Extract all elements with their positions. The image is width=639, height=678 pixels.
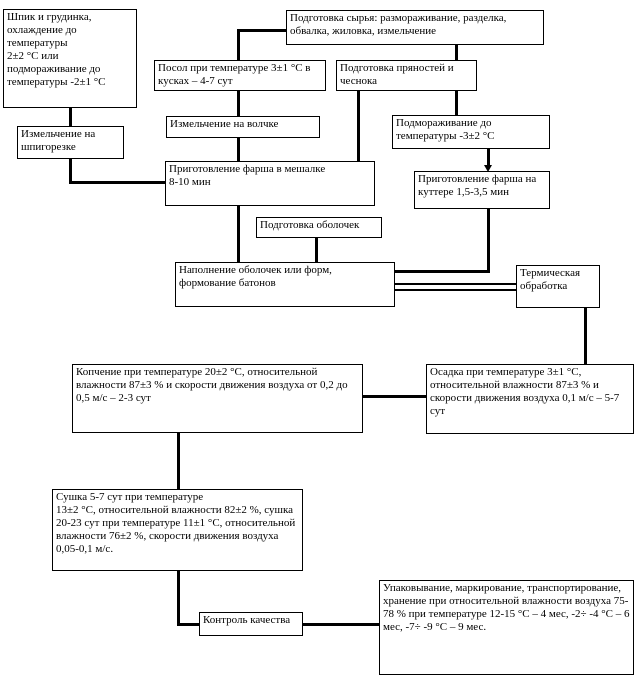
connector — [362, 395, 428, 398]
step-mixer: Приготовление фарша в мешалке 8-10 мин — [165, 161, 375, 206]
connector — [487, 148, 490, 166]
step-packaging: Упаковывание, маркирование, транспортиро… — [379, 580, 634, 675]
connector — [177, 432, 180, 490]
connector — [177, 570, 180, 626]
connector — [394, 289, 518, 291]
step-salting: Посол при температуре 3±1 °С в кусках – … — [154, 60, 326, 91]
connector — [237, 29, 289, 32]
step-filling: Наполнение оболочек или форм, формование… — [175, 262, 395, 307]
connector — [394, 270, 490, 273]
step-spices: Подготовка пряностей и чеснока — [336, 60, 477, 91]
connector — [69, 181, 168, 184]
connector — [357, 90, 360, 162]
step-cutter: Приготовление фарша на куттере 1,5-3,5 м… — [414, 171, 550, 209]
connector — [237, 138, 240, 162]
arrow-down-icon — [484, 165, 492, 172]
step-chopper: Измельчение на шпигорезке — [17, 126, 124, 159]
connector — [315, 237, 318, 263]
connector — [487, 208, 490, 272]
connector — [177, 623, 201, 626]
step-quality: Контроль качества — [199, 612, 303, 636]
step-grinder: Измельчение на волчке — [166, 116, 320, 138]
connector — [584, 307, 587, 364]
connector — [237, 205, 240, 263]
step-fat-pork: Шпик и грудинка, охлаждение до температу… — [3, 9, 137, 108]
step-settling: Осадка при температуре 3±1 °С, относител… — [426, 364, 634, 434]
step-raw-prep: Подготовка сырья: размораживание, раздел… — [286, 10, 544, 45]
step-casings: Подготовка оболочек — [256, 217, 382, 238]
step-drying: Сушка 5-7 сут при температуре 13±2 °С, о… — [52, 489, 303, 571]
connector — [302, 623, 381, 626]
step-thermal: Термическая обработка — [516, 265, 600, 308]
connector — [69, 158, 72, 183]
connector — [237, 29, 240, 62]
connector — [69, 108, 72, 127]
connector — [394, 283, 518, 285]
step-smoking: Копчение при температуре 20±2 °С, относи… — [72, 364, 363, 433]
step-freeze: Подмораживание до температуры -3±2 °С — [392, 115, 550, 149]
connector — [237, 90, 240, 116]
